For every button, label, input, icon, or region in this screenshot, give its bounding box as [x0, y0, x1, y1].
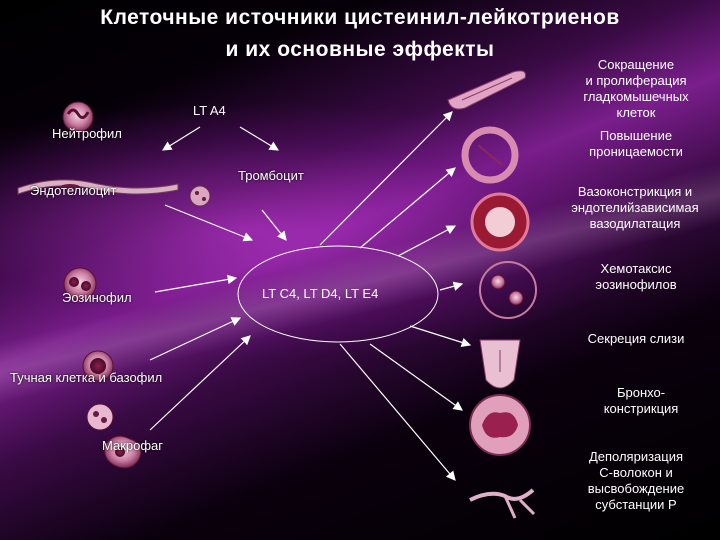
- mucus-gland-image: [479, 339, 521, 389]
- arrow-platelet: [261, 209, 287, 241]
- effect-chemotaxis-line-2: эозинофилов: [595, 277, 677, 292]
- effect-permeability-line-1: Повышение: [599, 128, 673, 143]
- label-endothelium: Эндотелиоцит: [30, 183, 117, 198]
- title-line-2: и их основные эффекты: [225, 38, 495, 61]
- effect-mucus-line-1: Секреция слизи: [587, 331, 685, 346]
- label-platelet: Тромбоцит: [238, 168, 304, 183]
- blood-vessel-image: [470, 192, 530, 252]
- effect-smooth-muscle-line-1: Сокращение: [597, 57, 675, 72]
- arrow-smooth-muscle: [319, 111, 453, 246]
- effect-depolarization-line-3: высвобождение: [587, 481, 685, 496]
- chemotaxis-image: [479, 261, 537, 319]
- effect-vasoconstriction-line-1: Вазоконстрикция и: [577, 184, 693, 199]
- effect-vasoconstriction-line-3: вазодилатация: [589, 216, 681, 231]
- effect-smooth-muscle-line-4: клеток: [616, 105, 656, 120]
- effect-smooth-muscle-line-3: гладкомышечных: [583, 89, 689, 104]
- title-line-1: Клеточные источники цистеинил-лейкотриен…: [100, 6, 620, 29]
- arrow-permeability: [359, 167, 456, 249]
- label-macrophage: Макрофаг: [102, 438, 164, 453]
- effect-smooth-muscle-line-2: и пролиферация: [585, 73, 687, 88]
- effect-vasoconstriction-line-2: эндотелийзависимая: [571, 200, 699, 215]
- arrow-eosinophil: [154, 274, 238, 293]
- effect-chemotaxis: Хемотаксис эозинофилов: [556, 261, 716, 293]
- effect-permeability: Повышение проницаемости: [556, 128, 716, 160]
- effect-depolarization-line-1: Деполяризация: [588, 449, 684, 464]
- arrow-nerve: [339, 343, 456, 481]
- neutrophil-image: [62, 101, 94, 133]
- effect-broncho-line-2: констрикция: [603, 401, 679, 416]
- smooth-muscle-image: [447, 70, 526, 110]
- arrow-mucus: [409, 325, 472, 348]
- effect-permeability-line-2: проницаемости: [589, 144, 683, 159]
- eosinophil-image: [63, 267, 97, 301]
- nerve-fibers-image: [469, 488, 536, 519]
- macrophage-image: [104, 435, 142, 469]
- arrow-mast: [149, 317, 242, 361]
- effect-depolarization: Деполяризация С-волокон и высвобождение …: [556, 449, 716, 513]
- bronchus-image: [469, 394, 531, 456]
- effect-broncho-line-1: Бронхо-: [616, 385, 666, 400]
- label-lta4: LT A4: [193, 103, 226, 118]
- effect-broncho: Бронхо- констрикция: [566, 385, 716, 417]
- label-mast-basophil: Тучная клетка и базофил: [10, 370, 163, 385]
- effect-chemotaxis-line-1: Хемотаксис: [600, 261, 672, 276]
- platelet-image: [189, 185, 211, 207]
- effect-smooth-muscle: Сокращение и пролиферация гладкомышечных…: [556, 57, 716, 121]
- arrow-macrophage: [149, 335, 251, 431]
- effect-depolarization-line-4: субстанции Р: [595, 497, 677, 512]
- endothelial-gap-image: [461, 126, 519, 184]
- arrow-lta4-neutrophil: [161, 126, 201, 151]
- arrow-broncho: [369, 343, 463, 411]
- label-eosinophil: Эозинофил: [62, 290, 132, 305]
- effect-depolarization-line-2: С-волокон и: [599, 465, 673, 480]
- label-leukotrienes: LT C4, LT D4, LT E4: [262, 286, 379, 301]
- arrow-vessel: [397, 225, 457, 257]
- basophil-image: [86, 403, 114, 431]
- arrow-chemotaxis: [439, 281, 464, 291]
- endothelium-image: [17, 179, 179, 195]
- mediator-ellipse: [237, 245, 439, 343]
- arrow-endothelium: [164, 204, 254, 242]
- label-neutrophil: Нейтрофил: [52, 126, 122, 141]
- mast-cell-image: [82, 350, 114, 382]
- effect-vasoconstriction: Вазоконстрикция и эндотелийзависимая ваз…: [550, 184, 720, 232]
- effect-mucus: Секреция слизи: [556, 331, 716, 347]
- arrow-lta4-platelet: [239, 126, 280, 151]
